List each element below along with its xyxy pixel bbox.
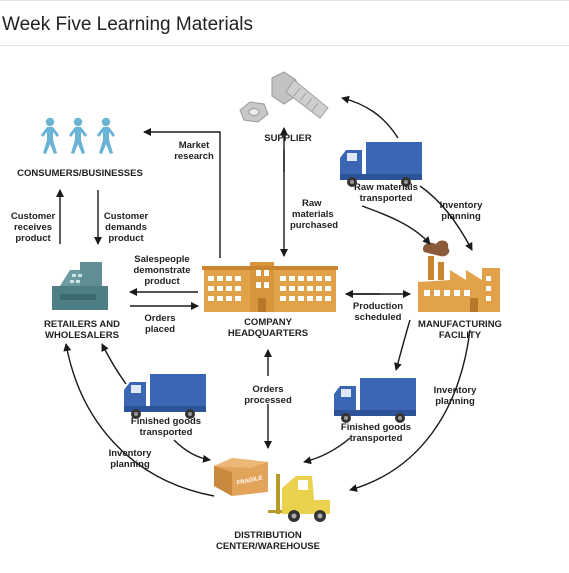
raw-transported-label-2: transported — [360, 193, 413, 204]
finished-right-label-2: transported — [350, 433, 403, 444]
office-building-icon — [202, 262, 338, 312]
forklift-icon — [268, 474, 330, 522]
distribution-label-line2: CENTER/WAREHOUSE — [216, 541, 320, 552]
truck-icon — [340, 142, 422, 187]
inventory-top-label-2: planning — [441, 211, 481, 222]
nut-icon — [239, 101, 269, 123]
customer-receives-label-1: Customer — [11, 211, 56, 222]
consumers-label: CONSUMERS/BUSINESSES — [17, 168, 143, 179]
page-title: Week Five Learning Materials — [2, 14, 253, 35]
distribution-label-line1: DISTRIBUTION — [234, 530, 302, 541]
flow-arrows — [56, 95, 473, 497]
retailers-label-line2: WHOLESALERS — [45, 330, 119, 341]
salespeople-label-1: Salespeople — [134, 254, 189, 265]
inventory-right-label-2: planning — [435, 396, 475, 407]
bolt-icon — [271, 71, 329, 119]
customer-demands-label-1: Customer — [104, 211, 149, 222]
finished-left-label-1: Finished goods — [131, 416, 201, 427]
factory-icon — [418, 240, 500, 312]
raw-purchased-label-1: Raw — [302, 198, 322, 209]
truck-icon — [124, 374, 206, 419]
manufacturing-label-line1: MANUFACTURING — [418, 319, 502, 330]
customer-demands-label-2: demands — [105, 222, 147, 233]
truck-icon — [334, 378, 416, 423]
production-label-2: scheduled — [355, 312, 402, 323]
people-icon — [41, 117, 115, 154]
orders-placed-label-1: Orders — [144, 313, 175, 324]
customer-receives-label-2: receives — [14, 222, 52, 233]
manufacturing-label-line2: FACILITY — [439, 330, 482, 341]
inventory-left-label-2: planning — [110, 459, 150, 470]
supplier-label: SUPPLIER — [264, 133, 312, 144]
finished-left-label-2: transported — [140, 427, 193, 438]
orders-processed-label-1: Orders — [252, 384, 283, 395]
orders-processed-label-2: processed — [244, 395, 292, 406]
customer-demands-label-3: product — [108, 233, 144, 244]
headquarters-label-line1: COMPANY — [244, 317, 293, 328]
box-icon: FRAGILE — [214, 458, 268, 496]
inventory-top-label-1: Inventory — [440, 200, 483, 211]
fragile-label: FRAGILE — [236, 475, 263, 486]
customer-receives-label-3: product — [15, 233, 51, 244]
retailers-label-line1: RETAILERS AND — [44, 319, 120, 330]
salespeople-label-3: product — [144, 276, 180, 287]
market-research-label-1: Market — [179, 140, 210, 151]
orders-placed-label-2: placed — [145, 324, 175, 335]
cash-register-icon — [52, 262, 108, 310]
inventory-right-label-1: Inventory — [434, 385, 477, 396]
finished-right-label-1: Finished goods — [341, 422, 411, 433]
raw-purchased-label-3: purchased — [290, 220, 338, 231]
salespeople-label-2: demonstrate — [133, 265, 190, 276]
page-header: Week Five Learning Materials — [0, 0, 569, 46]
raw-transported-label-1: Raw materials — [354, 182, 418, 193]
production-label-1: Production — [353, 301, 403, 312]
raw-purchased-label-2: materials — [292, 209, 334, 220]
inventory-left-label-1: Inventory — [109, 448, 152, 459]
headquarters-label-line2: HEADQUARTERS — [228, 328, 308, 339]
market-research-label-2: research — [174, 151, 214, 162]
